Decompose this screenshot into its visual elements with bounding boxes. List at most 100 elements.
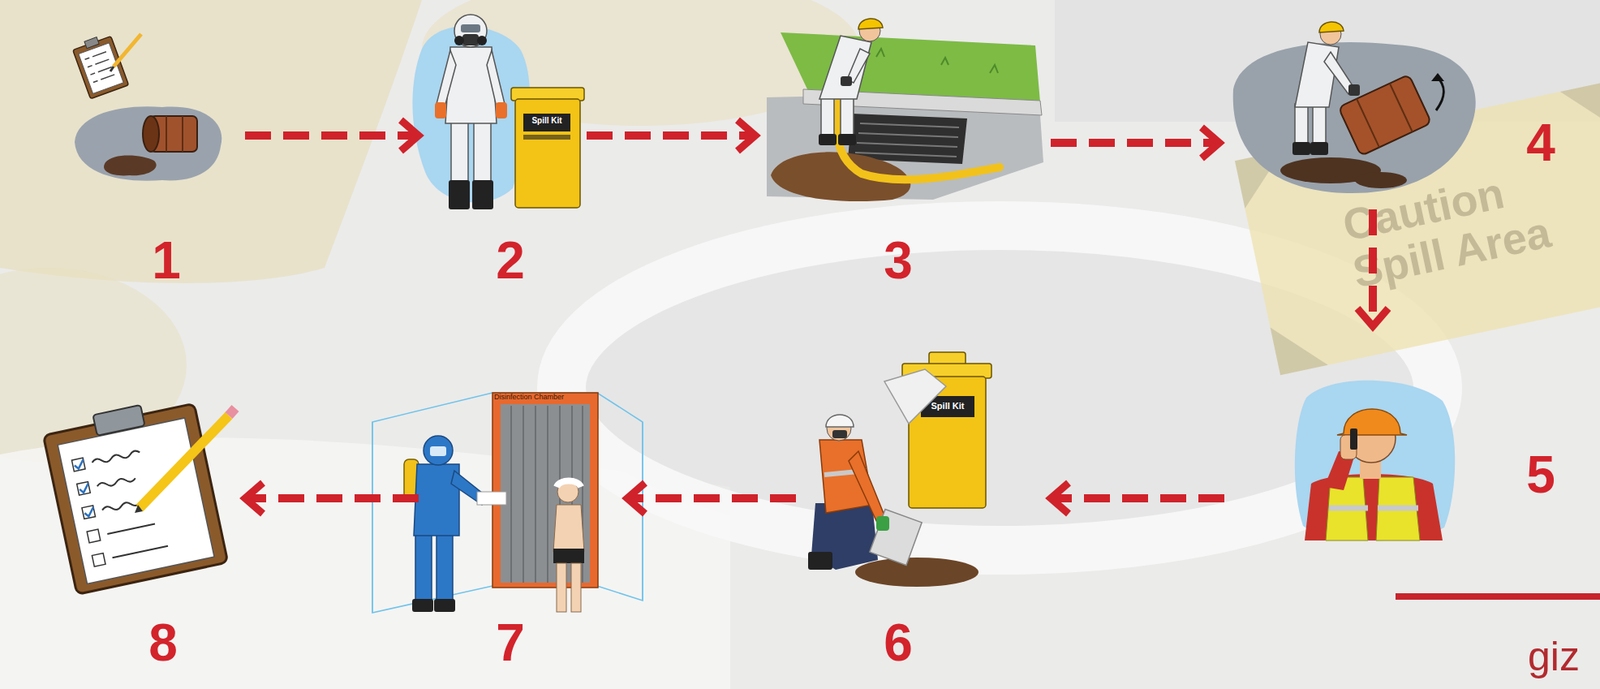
- step4-stop-source-part-part: [1337, 74, 1432, 156]
- step1-spotted-spill-part: [71, 32, 130, 99]
- bin-label: Spill Kit: [920, 400, 975, 411]
- step8-report-part-part: [92, 404, 145, 436]
- step3-contain-spill-part: [838, 133, 856, 146]
- dashed-arrow: [586, 120, 756, 151]
- step8-report-part-part: [43, 403, 228, 594]
- step2-protective-equipment-part: [486, 50, 505, 108]
- step7-decontamination-part: [430, 446, 447, 456]
- callout-number: 8: [114, 611, 212, 674]
- step2-protective-equipment-part: [412, 25, 530, 203]
- arrow-head: [1201, 127, 1220, 159]
- step2-protective-equipment-part: [448, 180, 470, 210]
- arrow-head: [1357, 308, 1389, 327]
- step4-stop-source: [1233, 21, 1476, 194]
- step7-decontamination-part: [571, 563, 581, 612]
- step2-protective-equipment-part: [472, 180, 494, 210]
- step1-spotted-spill-part: [110, 66, 114, 72]
- dashed-arrow: [245, 482, 419, 514]
- step4-stop-source-part: [1319, 21, 1344, 33]
- step3-contain-spill-part: [819, 35, 872, 99]
- step8-report-part-part: [86, 529, 101, 543]
- step2-protective-equipment-part: [523, 113, 571, 132]
- step1-spotted-spill-part-part: [73, 36, 130, 99]
- bin-label: Spill Kit: [523, 116, 571, 125]
- callout-number: 3: [849, 229, 947, 292]
- brand-logo: giz: [1509, 634, 1599, 680]
- callout-number: 1: [117, 229, 216, 292]
- step6-clean-up-part: [832, 430, 848, 439]
- step-node: 5: [1224, 326, 1460, 542]
- dashed-arrow: [627, 482, 796, 514]
- step6-clean-up-part: [876, 516, 890, 531]
- dashed-arrow: [1050, 482, 1225, 514]
- step4-stop-source-part: [1294, 103, 1308, 147]
- step7-decontamination-part: [412, 598, 434, 612]
- step-node: 7: [418, 389, 628, 617]
- callout-number: 6: [849, 611, 947, 674]
- step-node: 8: [40, 397, 246, 585]
- step2-protective-equipment-part: [523, 134, 571, 140]
- step5-notify-part: [1337, 408, 1407, 435]
- step2-protective-equipment-part: [454, 35, 465, 46]
- step1-spotted-spill-part: [165, 116, 168, 152]
- step7-decontamination-part: [553, 504, 585, 552]
- step7-decontamination-part: [434, 598, 456, 612]
- step7-decontamination-part: [553, 548, 585, 564]
- step2-protective-equipment-part: [454, 14, 487, 48]
- step2-protective-equipment-part: [462, 34, 479, 46]
- step3-contain-spill-part: [821, 95, 835, 138]
- dashed-arrow: [245, 120, 419, 151]
- arrow-head: [245, 482, 263, 514]
- step-node: 6: [795, 348, 1051, 593]
- step3-contain-spill-part: [818, 133, 837, 146]
- dashed-line: [631, 494, 796, 503]
- step6-clean-up-part: [808, 551, 833, 570]
- callout-number: 5: [1492, 443, 1590, 506]
- step4-stop-source-part: [1337, 74, 1432, 156]
- dashed-line: [249, 494, 419, 503]
- dashed-line: [586, 131, 752, 140]
- step8-report-part-part: [57, 417, 215, 584]
- brand-rule: [1395, 593, 1600, 600]
- step1-spotted-spill: [71, 32, 222, 181]
- step3-contain-spill-part: [855, 123, 960, 157]
- step2-protective-equipment-part: [495, 102, 508, 119]
- arrow-head: [737, 120, 756, 151]
- step4-stop-source-part: [1233, 42, 1476, 194]
- step7-decontamination-part: [556, 563, 567, 612]
- step2-protective-equipment-part: [460, 24, 481, 33]
- step-node: 3: [755, 12, 1051, 203]
- step3-contain-spill-part: [876, 48, 998, 74]
- arrow-head: [627, 482, 646, 514]
- step8-report: [41, 393, 236, 594]
- step7-decontamination-part: [500, 404, 590, 583]
- dashed-line: [1050, 138, 1216, 147]
- dashed-line: [1054, 494, 1225, 503]
- step-node: 4: [1219, 12, 1480, 210]
- step4-stop-source-part: [1436, 77, 1444, 111]
- step5-notify-part: [1304, 473, 1443, 541]
- step1-spotted-spill-part: [142, 116, 160, 152]
- step8-report-part-part: [73, 459, 95, 517]
- step7-decontamination-part: [415, 531, 432, 605]
- step4-stop-source-part: [1431, 73, 1445, 82]
- step6-clean-up-part: [869, 508, 922, 565]
- step5-notify-part: [1329, 505, 1419, 512]
- callout-number: 2: [461, 229, 560, 292]
- step8-report-part: [134, 504, 143, 513]
- background-photo-part: [0, 0, 422, 284]
- step2-protective-equipment-part: [477, 35, 487, 46]
- step-node: 2: [418, 8, 587, 211]
- step5-notify: [1294, 380, 1455, 542]
- step2-protective-equipment-part: [515, 98, 581, 208]
- step7-decontamination: [372, 392, 643, 613]
- step6-clean-up-part-part: [869, 508, 922, 565]
- step4-stop-source-part: [1354, 172, 1407, 189]
- chamber-sign: Disinfection Chamber: [494, 393, 608, 402]
- dashed-line: [245, 131, 415, 140]
- step-node: 1: [68, 24, 246, 187]
- step3-contain-spill-part: [836, 74, 1000, 180]
